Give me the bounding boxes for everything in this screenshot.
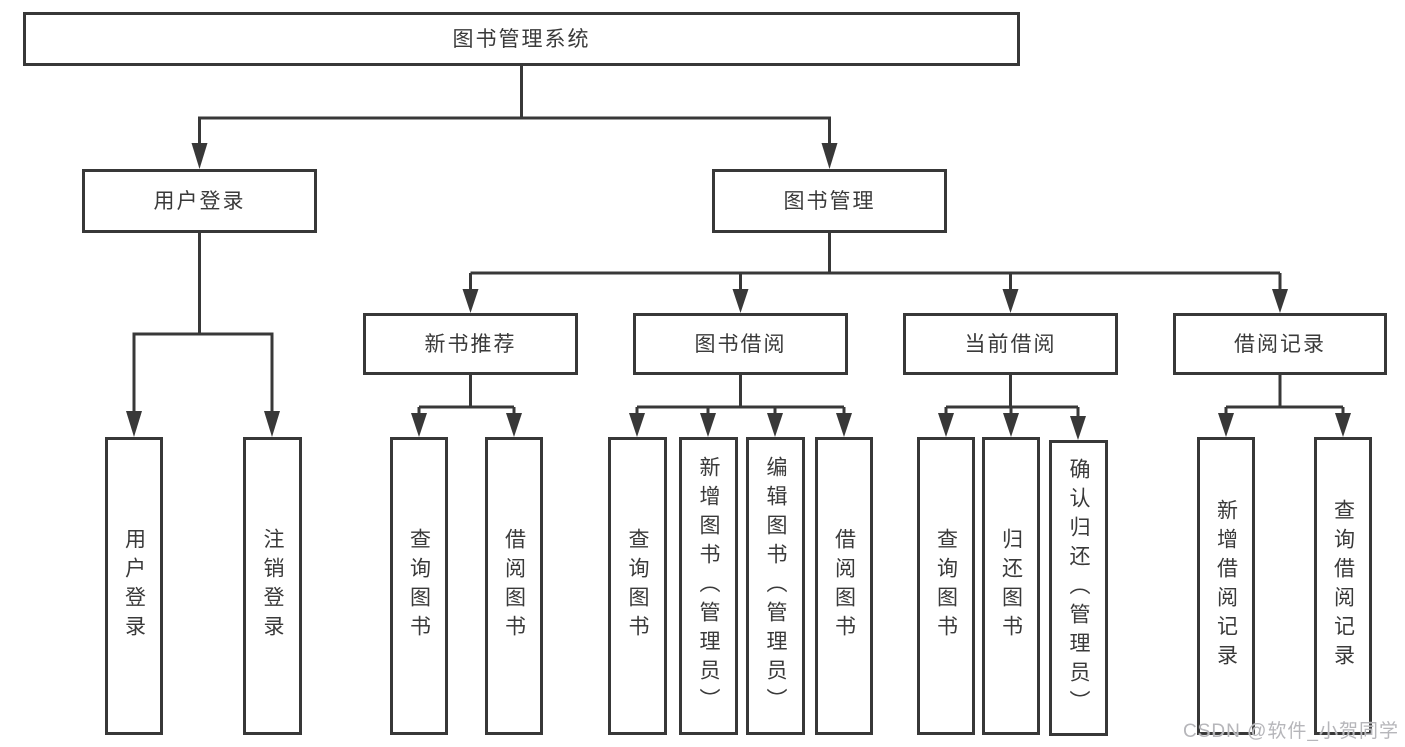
connector-borrowrecords-to-leaves bbox=[1224, 373, 1345, 415]
connector-bookmgmt-to-level3 bbox=[469, 231, 1282, 291]
node-borrow-books-recommend: 借阅图书 bbox=[485, 437, 543, 735]
node-new-book-recommend: 新书推荐 bbox=[363, 313, 578, 375]
connector-root-to-level2 bbox=[198, 66, 831, 145]
node-query-books-recommend: 查询图书 bbox=[390, 437, 448, 735]
node-add-borrow-record: 新增借阅记录 bbox=[1197, 437, 1255, 735]
node-query-books-borrow: 查询图书 bbox=[608, 437, 667, 735]
connector-userlogin-to-leaves bbox=[132, 231, 274, 413]
connector-newbook-to-leaves bbox=[417, 373, 516, 415]
node-library-system-root: 图书管理系统 bbox=[23, 12, 1020, 66]
node-book-borrow: 图书借阅 bbox=[633, 313, 848, 375]
node-book-management-branch: 图书管理 bbox=[712, 169, 947, 233]
connector-bookborrow-to-leaves bbox=[635, 373, 846, 415]
node-current-borrow: 当前借阅 bbox=[903, 313, 1118, 375]
node-add-book-admin: 新增图书（管理员） bbox=[679, 437, 738, 735]
connector-currentborrow-to-leaves bbox=[944, 373, 1080, 418]
watermark: CSDN @软件_小贺同学 bbox=[1183, 721, 1399, 742]
node-user-login-leaf: 用户登录 bbox=[105, 437, 163, 735]
node-user-login-branch: 用户登录 bbox=[82, 169, 317, 233]
node-query-borrow-record: 查询借阅记录 bbox=[1314, 437, 1372, 735]
node-borrow-records: 借阅记录 bbox=[1173, 313, 1387, 375]
node-return-book: 归还图书 bbox=[982, 437, 1040, 735]
node-borrow-books-leaf: 借阅图书 bbox=[815, 437, 873, 735]
node-logout-leaf: 注销登录 bbox=[243, 437, 302, 735]
node-edit-book-admin: 编辑图书（管理员） bbox=[746, 437, 805, 735]
node-query-books-current: 查询图书 bbox=[917, 437, 975, 735]
node-confirm-return-admin: 确认归还（管理员） bbox=[1049, 440, 1108, 736]
